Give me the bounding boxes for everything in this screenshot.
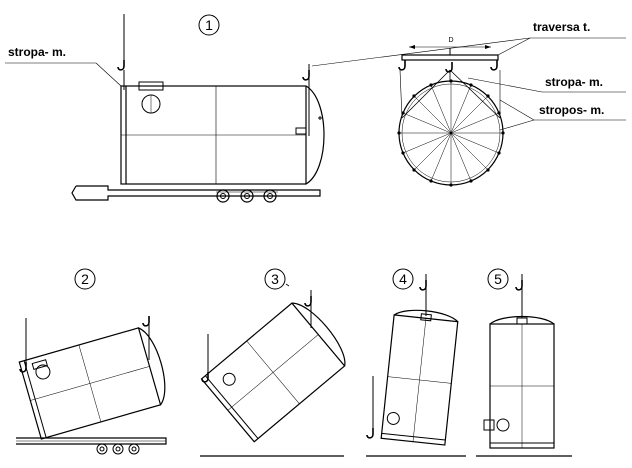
- trailer-deck: [71, 185, 321, 201]
- traverse-hook-right: [490, 59, 498, 71]
- step-3-number: 3: [271, 271, 279, 287]
- step-4-hook-bottom: [366, 427, 374, 439]
- diameter-mark: D: [448, 37, 453, 44]
- step-1-side-view: 1 stropa- m.: [5, 14, 325, 203]
- step-4-number: 4: [399, 271, 407, 287]
- trailer-wheel-1: [216, 189, 230, 203]
- label-traversa: traversa t.: [533, 20, 590, 34]
- traverse-beam: [401, 54, 499, 61]
- step-2: 2: [16, 268, 167, 455]
- step-5-circle: [487, 268, 509, 290]
- label-stropa-right: stropa- m.: [545, 75, 603, 89]
- label-stropa-left: stropa- m.: [8, 45, 66, 59]
- step-3: 3: [200, 268, 346, 457]
- step-3-circle: [264, 268, 286, 290]
- step-4-circle: [392, 268, 414, 290]
- step-5-hook-top: [515, 279, 523, 291]
- trailer-wheel-3: [263, 189, 277, 203]
- step-1-end-view: D: [311, 20, 626, 187]
- traverse-hook-left: [398, 59, 406, 71]
- crane-hook-left: [117, 59, 125, 71]
- step-2-hook-right: [142, 315, 150, 327]
- vessel-dome: [305, 85, 325, 185]
- step-1-number: 1: [205, 17, 213, 33]
- step-5-number: 5: [494, 271, 502, 287]
- manhole-nozzle: [138, 81, 164, 91]
- step-1-circle: [198, 14, 220, 36]
- step-4: 4: [366, 268, 466, 457]
- step-2-number: 2: [81, 271, 89, 287]
- step-5: 5: [476, 268, 572, 457]
- step-2-circle: [74, 268, 96, 290]
- label-stropos: stropos- m.: [539, 103, 604, 117]
- center-hook: [445, 61, 453, 73]
- step-4-hook-top: [419, 279, 427, 291]
- trailer-wheel-2: [240, 189, 254, 203]
- crane-hook-right: [302, 69, 310, 81]
- step-3-hook-right: [304, 295, 312, 307]
